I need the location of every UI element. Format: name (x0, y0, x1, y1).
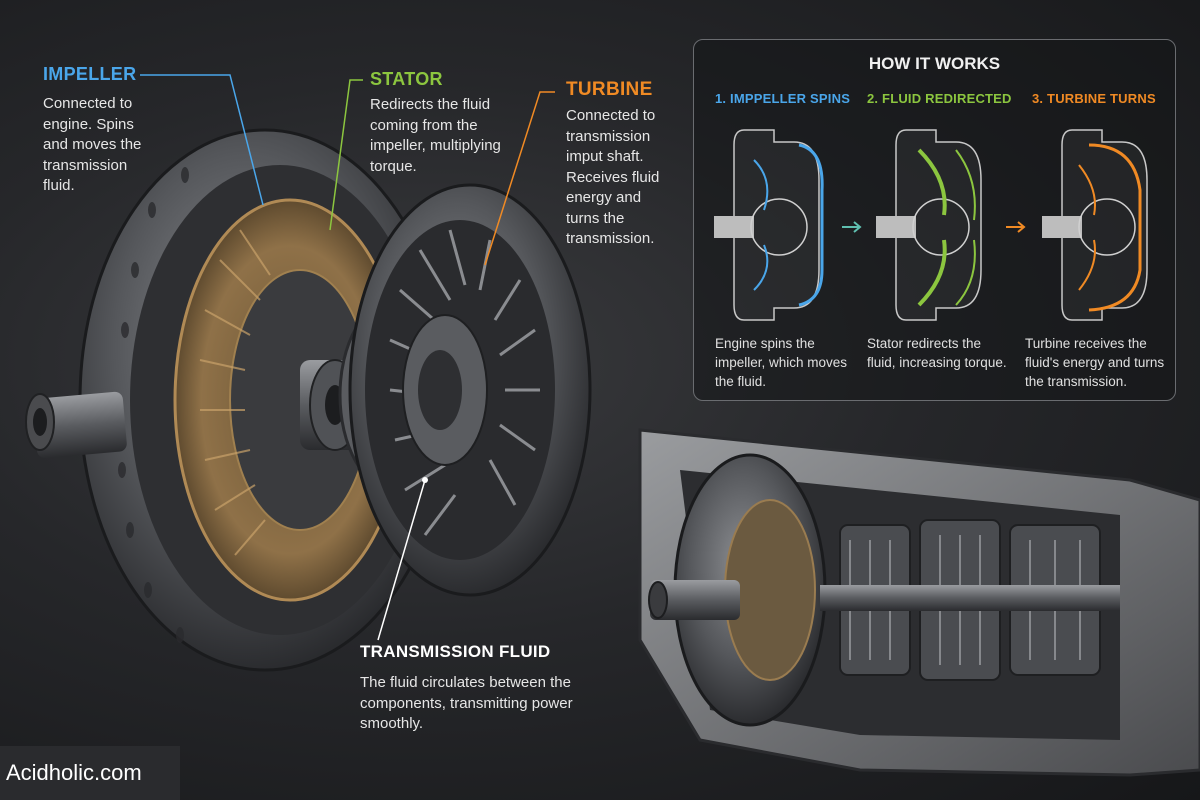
step-diagrams (714, 129, 1148, 321)
transmission-fluid-description: The fluid circulates between the compone… (360, 674, 573, 732)
how-it-works-title: HOW IT WORKS (868, 54, 1001, 73)
impeller-title: IMPELLER (43, 64, 137, 84)
step-1-diagram (714, 129, 824, 321)
transmission-fluid-title: TRANSMISSION FLUID (360, 642, 551, 661)
transmission-housing (638, 428, 1200, 777)
arrow-right-icon (1006, 221, 1026, 233)
step-2-diagram (876, 129, 982, 321)
stator-description: Redirects the fluid coming from the impe… (370, 96, 501, 175)
turbine-wheel (348, 183, 592, 597)
step-3-diagram (1042, 129, 1148, 321)
input-shaft (25, 391, 127, 459)
turbine-description: Connected to transmission imput shaft. R… (566, 107, 660, 247)
step-1-description: Engine spins the impeller, which moves t… (715, 336, 848, 389)
step-3-title: 3. TURBINE TURNS (1032, 91, 1156, 106)
how-it-works-panel: HOW IT WORKS 1. IMPPELLER SPINS 2. FLUID… (693, 39, 1176, 401)
leader-lines (140, 74, 555, 641)
turbine-title: TURBINE (566, 79, 653, 100)
arrow-right-icon (842, 221, 862, 233)
impeller-description: Connected to engine. Spins and moves the… (43, 95, 142, 194)
stator-title: STATOR (370, 69, 443, 89)
step-1-title: 1. IMPPELLER SPINS (715, 91, 851, 106)
step-3-description: Turbine receives the fluid's energy and … (1025, 336, 1165, 389)
brand-watermark: Acidholic.com (0, 746, 180, 800)
step-2-description: Stator redirects the fluid, increasing t… (867, 336, 1007, 370)
step-2-title: 2. FLUID REDIRECTED (867, 91, 1012, 106)
